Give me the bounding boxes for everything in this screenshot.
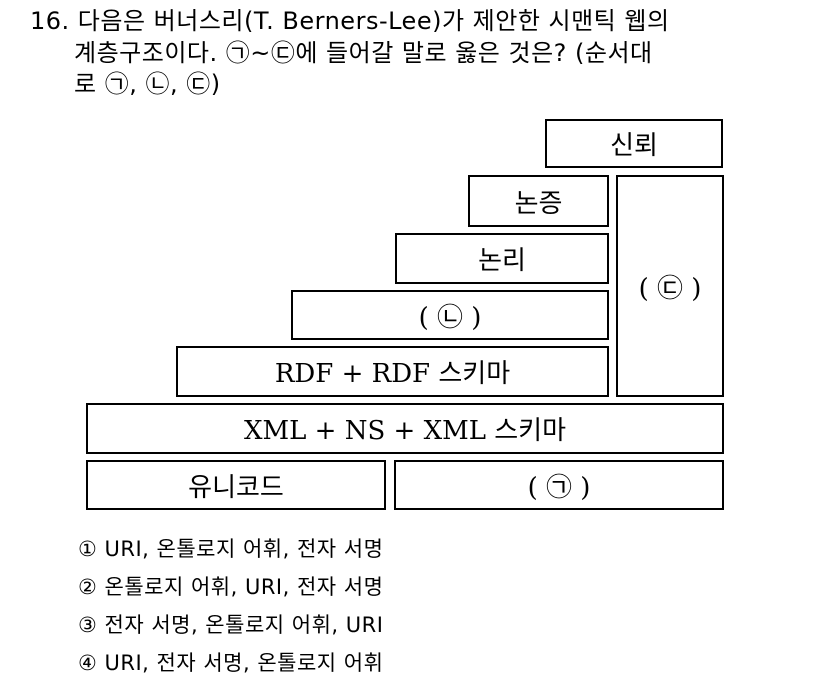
question-line-3: 로 ㉠, ㉡, ㉢) <box>74 70 221 98</box>
layer-xml: XML + NS + XML 스키마 <box>86 403 724 454</box>
layer-rdf: RDF + RDF 스키마 <box>176 346 609 397</box>
option-4[interactable]: ④ URI, 전자 서명, 온톨로지 어휘 <box>78 651 384 675</box>
layer-trust: 신뢰 <box>545 119 723 168</box>
layer-blank-a: ( ㉠ ) <box>394 460 724 510</box>
question-line-1: 16. 다음은 버너스리(T. Berners-Lee)가 제안한 시맨틱 웹의 <box>30 7 670 35</box>
question-line-2: 계층구조이다. ㉠~㉢에 들어갈 말로 옳은 것은? (순서대 <box>74 39 653 67</box>
option-1[interactable]: ① URI, 온톨로지 어휘, 전자 서명 <box>78 537 384 561</box>
layer-logic: 논리 <box>395 233 609 284</box>
option-3[interactable]: ③ 전자 서명, 온톨로지 어휘, URI <box>78 613 384 637</box>
layer-blank-b: ( ㉡ ) <box>291 290 609 340</box>
layer-unicode: 유니코드 <box>86 460 386 510</box>
layer-proof: 논증 <box>468 175 609 227</box>
layer-blank-c: ( ㉢ ) <box>616 175 724 397</box>
option-2[interactable]: ② 온톨로지 어휘, URI, 전자 서명 <box>78 575 384 599</box>
